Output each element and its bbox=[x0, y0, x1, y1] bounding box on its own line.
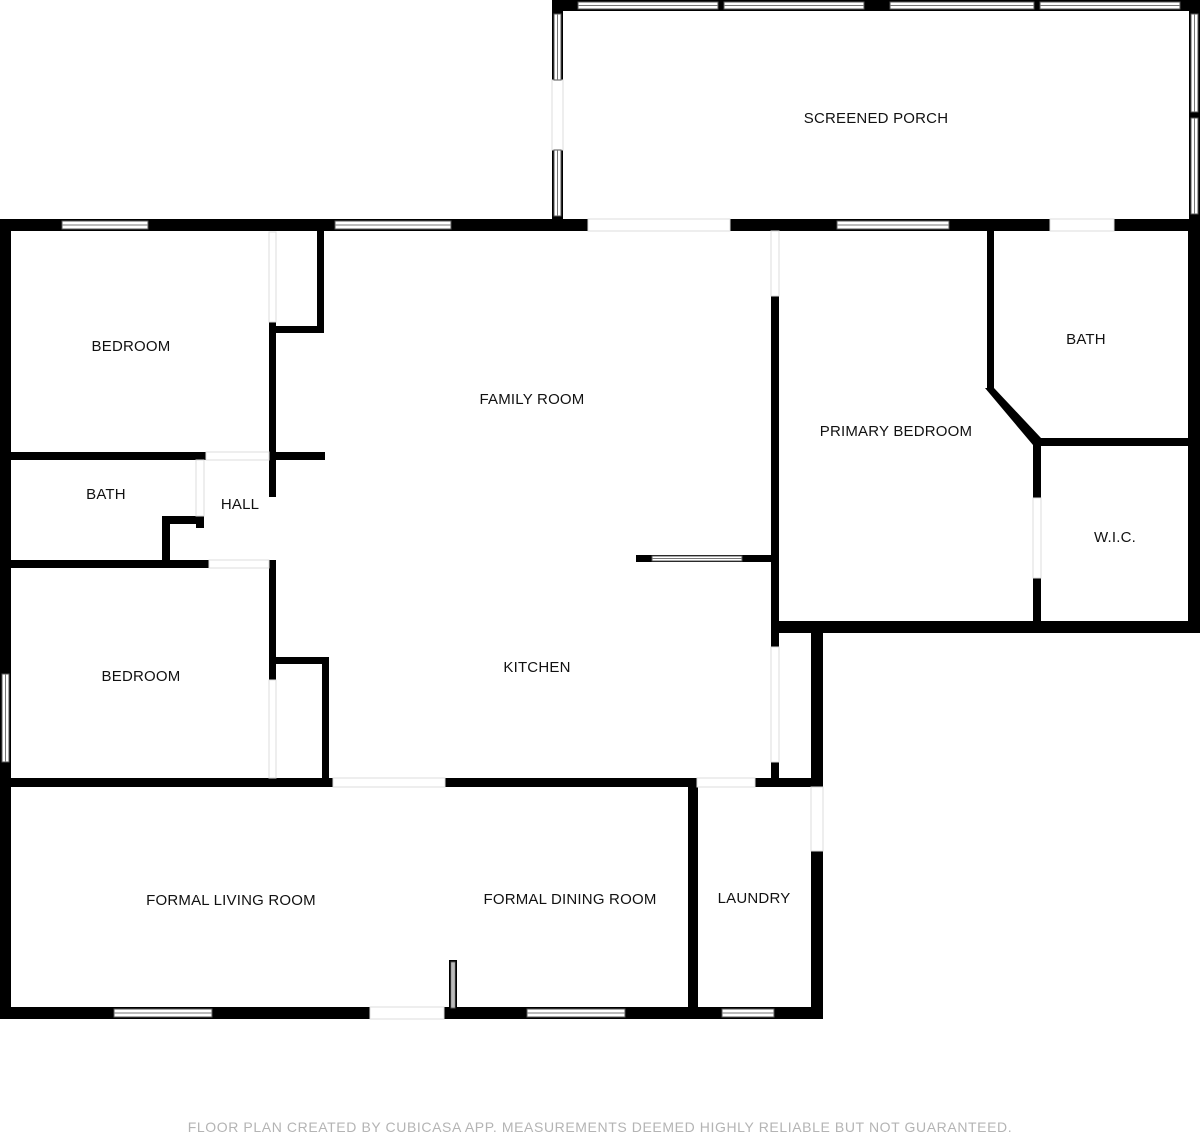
doorway-hall-bath bbox=[195, 459, 205, 517]
wic-left-wall-upper bbox=[1033, 438, 1041, 498]
room-labels: SCREENED PORCH BEDROOM FAMILY ROOM PRIMA… bbox=[86, 110, 1136, 909]
label-family-room: FAMILY ROOM bbox=[480, 391, 585, 408]
house-left-wall bbox=[0, 219, 11, 1019]
label-formal-living-room: FORMAL LIVING ROOM bbox=[146, 892, 316, 909]
doorway-primary-porch bbox=[1049, 218, 1115, 232]
kitchen-right-wall-bottom bbox=[771, 762, 779, 783]
footer-disclaimer: FLOOR PLAN CREATED BY CUBICASA APP. MEAS… bbox=[187, 1119, 1013, 1135]
doorway-hall-bath-top bbox=[205, 451, 270, 461]
porch-screen-opening-left bbox=[551, 79, 564, 151]
label-bedroom-1: BEDROOM bbox=[92, 338, 171, 355]
doorway-wic bbox=[1032, 497, 1042, 579]
doorway-pantry bbox=[770, 646, 780, 763]
label-wic: W.I.C. bbox=[1094, 529, 1136, 546]
bath-closet-2 bbox=[162, 516, 204, 524]
porch-top-wall bbox=[552, 0, 1200, 11]
doorway-laundry-ext bbox=[810, 786, 824, 852]
doorway-front-entry bbox=[369, 1006, 445, 1020]
label-hall: HALL bbox=[221, 496, 259, 513]
label-laundry: LAUNDRY bbox=[718, 890, 791, 907]
kitchen-right-wall-upper bbox=[771, 296, 779, 562]
wic-left-wall-lower bbox=[1033, 578, 1041, 633]
wic-top-wall bbox=[1033, 438, 1200, 446]
bath-bottom-wall bbox=[11, 560, 209, 568]
label-bedroom-2: BEDROOM bbox=[102, 668, 181, 685]
hall-stub-wall bbox=[269, 452, 325, 460]
doorway-formal-kitchen bbox=[332, 777, 446, 788]
label-bath-hall: BATH bbox=[86, 486, 126, 503]
doorway-bedroom1 bbox=[268, 231, 277, 323]
bath-closet-1 bbox=[162, 516, 170, 564]
primary-suite-bottom-wall bbox=[775, 621, 1200, 633]
doorway-bedroom2-closet bbox=[268, 679, 277, 779]
closet-return-2 bbox=[269, 657, 329, 664]
doorway-bedroom2-top bbox=[208, 559, 270, 569]
label-kitchen: KITCHEN bbox=[503, 659, 570, 676]
bedroom2-right-wall bbox=[269, 560, 276, 680]
label-formal-dining-room: FORMAL DINING ROOM bbox=[483, 891, 656, 908]
label-bath-primary: BATH bbox=[1066, 331, 1106, 348]
closet-side-1 bbox=[317, 231, 324, 333]
bath-closet-3 bbox=[196, 516, 204, 528]
label-primary-bedroom: PRIMARY BEDROOM bbox=[820, 423, 972, 440]
formal-top-wall-left bbox=[0, 778, 333, 787]
label-screened-porch: SCREENED PORCH bbox=[804, 110, 949, 127]
bath-angled-wall bbox=[985, 388, 1041, 445]
bath-left-wall bbox=[987, 231, 994, 389]
bedroom1-closet-wall bbox=[269, 322, 276, 497]
doorway-kitchen-primary bbox=[770, 230, 780, 297]
doorway-laundry bbox=[696, 777, 756, 788]
windows bbox=[1, 1, 1199, 1018]
doorway-family-porch bbox=[587, 218, 731, 232]
primary-suite-right-wall bbox=[1188, 219, 1200, 633]
closet-return-1 bbox=[269, 326, 324, 333]
walls bbox=[0, 0, 1200, 1019]
kitchen-right-wall-lower bbox=[771, 555, 779, 647]
closet-side-2 bbox=[322, 657, 329, 783]
laundry-left-wall bbox=[688, 783, 698, 1019]
formal-top-wall-right bbox=[445, 778, 697, 787]
laundry-top-wall bbox=[755, 778, 823, 787]
bath-top-wall bbox=[11, 452, 206, 460]
